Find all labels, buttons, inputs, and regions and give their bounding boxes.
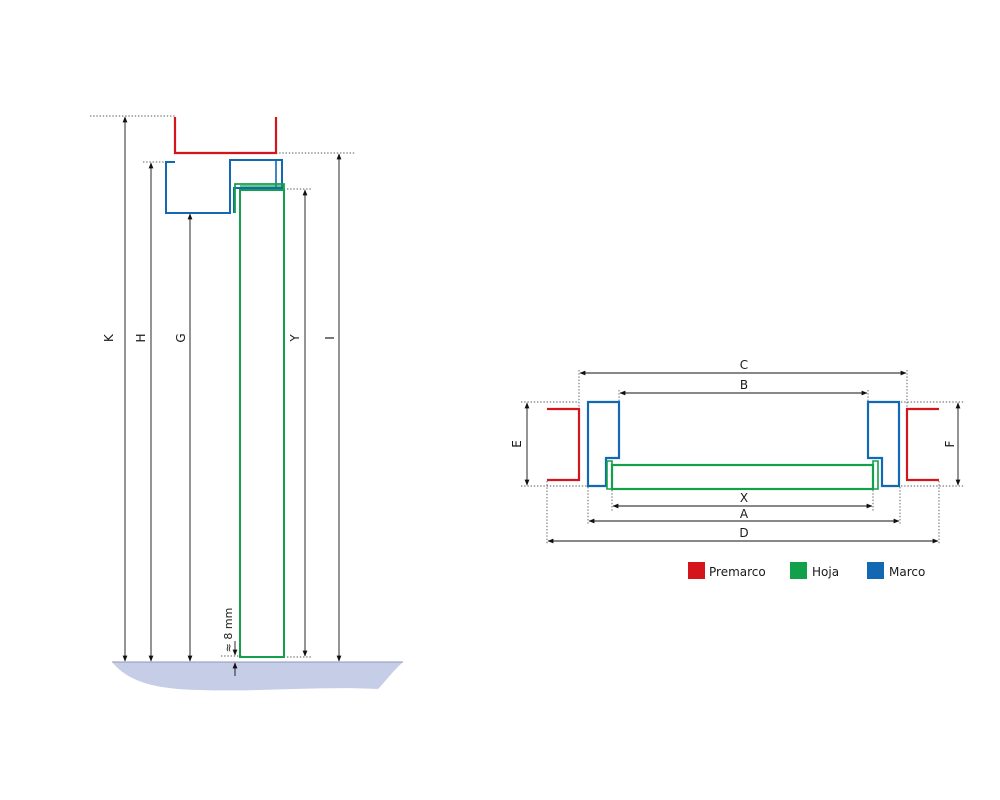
legend-swatch-premarco xyxy=(688,562,705,579)
label-g: G xyxy=(174,333,188,342)
legend-swatch-hoja xyxy=(790,562,807,579)
label-b: B xyxy=(740,378,748,392)
elevation-view: K H G Y I ≈ 8 mm xyxy=(90,115,403,691)
hoja-rebate-left xyxy=(606,460,613,490)
legend-item-hoja: Hoja xyxy=(790,562,839,579)
hoja-leaf-plan xyxy=(610,463,875,491)
label-x: X xyxy=(740,491,748,505)
legend-item-premarco: Premarco xyxy=(688,562,766,579)
hoja-rebate-elevation xyxy=(234,183,285,213)
floor xyxy=(112,662,403,691)
label-a: A xyxy=(740,507,749,521)
premarco-left-plan xyxy=(547,407,581,482)
legend-label-hoja: Hoja xyxy=(812,565,839,579)
legend-label-premarco: Premarco xyxy=(709,565,766,579)
legend-label-marco: Marco xyxy=(889,565,925,579)
label-c: C xyxy=(740,358,748,372)
hoja-leaf-elevation xyxy=(239,189,285,658)
marco-profile-elevation xyxy=(165,159,283,214)
legend: Premarco Hoja Marco xyxy=(688,562,925,579)
legend-item-marco: Marco xyxy=(867,562,925,579)
label-e: E xyxy=(510,440,524,448)
label-i: I xyxy=(323,336,337,340)
hoja-rebate-right xyxy=(872,460,879,490)
marco-left-plan xyxy=(586,400,621,488)
premarco-right-plan xyxy=(905,407,939,482)
legend-swatch-marco xyxy=(867,562,884,579)
marco-right-plan xyxy=(866,400,901,488)
label-d: D xyxy=(739,526,748,540)
label-k: K xyxy=(102,333,116,342)
plan-view: C B X A D E F xyxy=(510,358,965,545)
label-h: H xyxy=(134,333,148,342)
label-gap: ≈ 8 mm xyxy=(222,608,235,653)
label-y: Y xyxy=(288,334,302,343)
premarco-profile-elevation xyxy=(173,117,278,155)
label-f: F xyxy=(943,440,957,447)
